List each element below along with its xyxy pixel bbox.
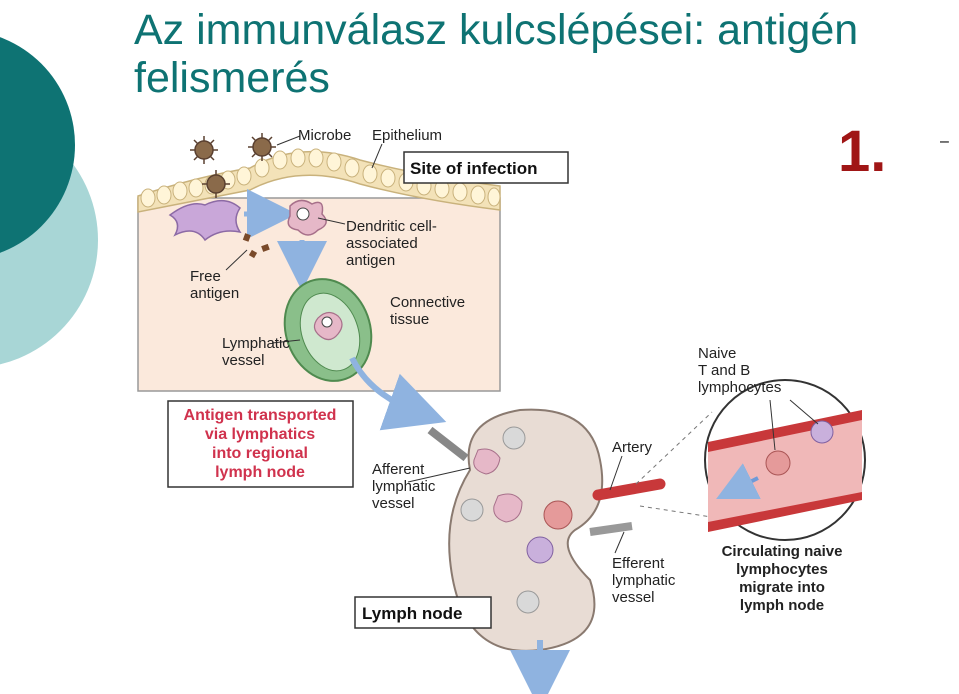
label-connective-1: Connective <box>390 294 465 311</box>
transport-callout-box <box>167 400 354 488</box>
free-antigen-particles <box>242 233 270 259</box>
site-of-infection-box <box>403 151 569 184</box>
artery <box>592 478 666 501</box>
label-dendritic-1: Dendritic cell- <box>346 218 437 235</box>
label-connective-2: tissue <box>390 311 429 328</box>
label-circulating-3: migrate into <box>739 579 825 596</box>
efferent-vessel <box>589 522 633 536</box>
blood-vessel-zoom <box>704 379 866 541</box>
label-transport-3: into regional <box>212 445 308 462</box>
label-site-of-infection: Site of infection <box>410 159 538 178</box>
label-dendritic-3: antigen <box>346 252 395 269</box>
step-number: 1. <box>838 119 887 184</box>
infection-site-panel <box>137 133 501 392</box>
label-afferent-3: vessel <box>372 495 415 512</box>
label-efferent-3: vessel <box>612 589 655 606</box>
afferent-vessel <box>427 426 469 462</box>
dendritic-cell <box>168 199 242 242</box>
zoom-line-bottom <box>639 505 719 519</box>
label-efferent-2: lymphatic <box>612 572 676 589</box>
transport-arrow <box>349 356 447 431</box>
label-circulating-1: Circulating naive <box>722 543 843 560</box>
dark-teal-circle <box>0 37 75 253</box>
microbe-icon <box>190 133 276 198</box>
label-artery: Artery <box>612 439 653 456</box>
label-free-antigen-2: antigen <box>190 285 239 302</box>
label-lymphatic-1: Lymphatic <box>222 335 290 352</box>
label-afferent-2: lymphatic <box>372 478 436 495</box>
label-circulating-2: lymphocytes <box>736 561 828 578</box>
lymph-node <box>448 408 604 652</box>
label-naive-3: lymphocytes <box>698 379 781 396</box>
label-dendritic-2: associated <box>346 235 418 252</box>
corner-dash: – <box>940 133 949 150</box>
slide-title: Az immunválasz kulcslépései: antigén fel… <box>134 6 859 102</box>
epithelium-pointer <box>371 143 383 169</box>
label-circulating-4: lymph node <box>740 597 824 614</box>
microbe-pointer <box>276 135 301 146</box>
label-free-antigen-1: Free <box>190 268 221 285</box>
label-efferent-1: Efferent <box>612 555 665 572</box>
label-epithelium: Epithelium <box>372 127 442 144</box>
label-naive-1: Naive <box>698 345 736 362</box>
label-microbe: Microbe <box>298 127 351 144</box>
label-transport-1: Antigen transported <box>184 407 337 424</box>
label-transport-4: lymph node <box>215 464 305 481</box>
label-naive-2: T and B <box>698 362 750 379</box>
label-transport-2: via lymphatics <box>205 426 315 443</box>
zoom-line-top <box>635 411 713 485</box>
label-afferent-1: Afferent <box>372 461 425 478</box>
lymph-node-box <box>354 596 492 629</box>
label-lymph-node: Lymph node <box>362 604 462 623</box>
label-lymphatic-2: vessel <box>222 352 265 369</box>
